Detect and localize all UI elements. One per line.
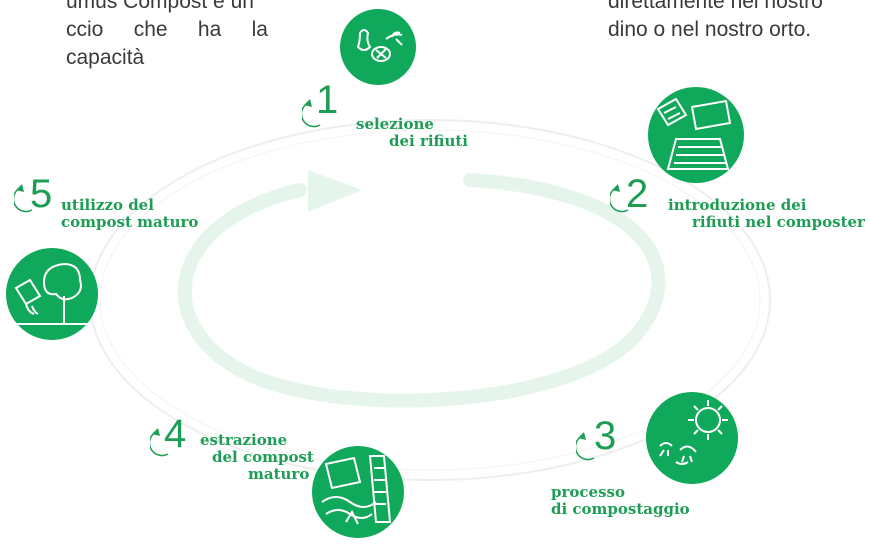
intro-right-line-1: direttamente nel nostro	[608, 0, 823, 13]
compost-extraction-icon	[321, 455, 392, 525]
step-1-arrow-icon	[302, 99, 321, 128]
step-1-label: selezione dei rifiuti	[356, 115, 468, 150]
step-3-number: 3	[594, 414, 617, 458]
step-4-number: 4	[164, 412, 187, 456]
step-1-icon-circle	[340, 9, 416, 85]
central-loop-arrowhead	[308, 170, 362, 212]
intro-left-line-1: umus Compost è un	[66, 0, 254, 13]
sun-and-insects-icon	[659, 400, 728, 465]
step-3-arrow-icon	[576, 432, 595, 461]
step-1-number: 1	[316, 78, 339, 122]
step-2-number: 2	[626, 172, 649, 216]
intro-right-line-2: dino o nel nostro orto.	[608, 18, 812, 41]
intro-left-line-2: ccio che ha la capacità	[66, 18, 268, 69]
step-5-label: utilizzo del compost maturo	[61, 196, 199, 231]
step-4-label: estrazione del compost maturo	[200, 431, 314, 483]
composter-icon	[656, 97, 732, 170]
intro-text-right: direttamente nel nostro dino o nel nostr…	[608, 0, 870, 44]
outer-orbit-inner	[99, 129, 761, 471]
tree-and-bag-icon	[14, 262, 90, 325]
step-2-icon-circle	[648, 87, 744, 183]
step-4-arrow-icon	[150, 428, 169, 457]
step-5-icon-circle	[6, 248, 98, 340]
step-3-icon-circle	[646, 392, 738, 484]
step-3-label: processo di compostaggio	[551, 483, 690, 518]
step-5-number: 5	[30, 172, 53, 216]
step-2-label: introduzione dei rifiuti nel composter	[668, 196, 865, 231]
step-2-arrow-icon	[610, 184, 629, 213]
intro-text-left: umus Compost è un ccio che ha la capacit…	[66, 0, 268, 72]
waste-sorting-icon	[356, 29, 403, 62]
step-4-icon-circle	[312, 446, 404, 538]
step-5-arrow-icon	[14, 184, 33, 213]
central-loop-arrow	[177, 173, 666, 408]
